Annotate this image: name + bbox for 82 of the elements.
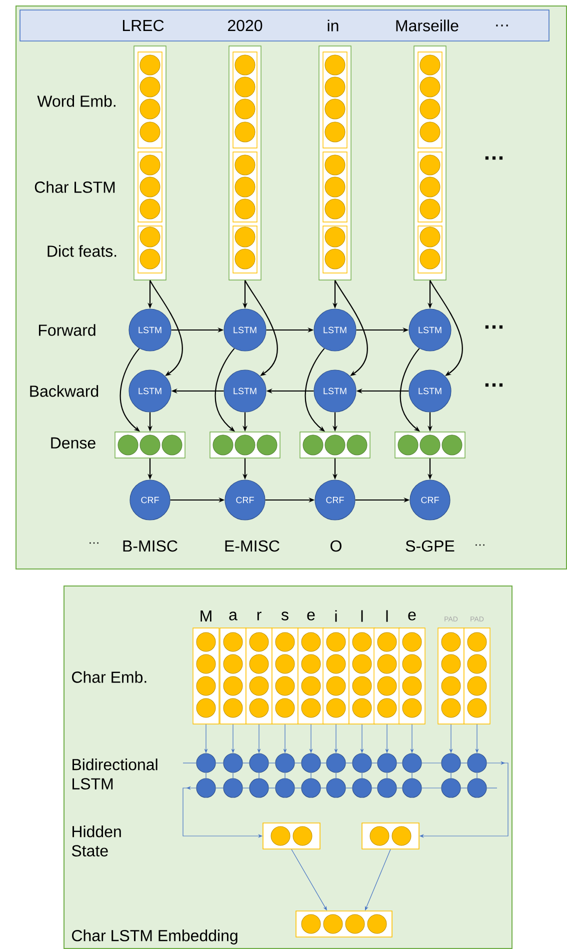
arrow <box>334 280 368 376</box>
row-label: Char LSTM Embedding <box>72 930 238 944</box>
row-label: Hidden State <box>72 826 121 856</box>
output-tag: S-GPE <box>406 540 454 552</box>
crf-cell: CRF <box>130 480 170 520</box>
lstm-cell <box>275 753 295 773</box>
embedding-box <box>296 910 392 938</box>
lstm-cell <box>301 753 321 773</box>
lstm-cell <box>223 778 243 798</box>
lstm-cell <box>249 778 269 798</box>
lstm-cell: LSTM <box>128 370 172 412</box>
crf-cell: CRF <box>410 480 450 520</box>
ellipsis: … <box>90 542 98 544</box>
token-label: … <box>496 24 508 26</box>
lstm-cell: LSTM <box>408 370 452 412</box>
token-label: LREC <box>122 20 164 32</box>
lstm-cell <box>326 778 346 798</box>
char-label: r <box>257 612 262 620</box>
lstm-cell <box>441 753 461 773</box>
token-label: 2020 <box>228 20 262 32</box>
token-label: Marseille <box>396 20 458 32</box>
char-label: a <box>229 612 238 620</box>
lstm-cell: LSTM <box>314 370 356 412</box>
embedding-column <box>414 46 446 280</box>
lstm-cell: LSTM <box>128 308 172 352</box>
char-label: i <box>335 610 337 622</box>
output-tag: E-MISC <box>225 540 280 552</box>
ellipsis: … <box>485 156 503 160</box>
arrow <box>430 280 463 376</box>
crf-cell: CRF <box>224 480 266 520</box>
crf-cell: CRF <box>314 480 356 520</box>
dense-layer-box <box>394 432 466 458</box>
row-label: Word Emb. <box>37 95 116 107</box>
dense-layer-box <box>210 432 280 458</box>
char-label: l <box>386 610 388 622</box>
output-tag: B-MISC <box>123 540 178 552</box>
char-label: l <box>361 610 363 622</box>
char-label: s <box>281 612 288 620</box>
char-label: e <box>408 612 416 620</box>
ellipsis: … <box>476 544 484 546</box>
embedding-column <box>318 46 352 280</box>
ellipsis: … <box>485 383 503 387</box>
dense-layer-box <box>300 432 370 458</box>
lstm-cell <box>352 778 372 798</box>
arrow <box>150 280 183 376</box>
lstm-cell <box>249 753 269 773</box>
lstm-cell <box>377 778 397 798</box>
char-label: e <box>307 612 315 620</box>
embedding-column <box>134 46 166 280</box>
arrow <box>244 280 278 376</box>
lstm-cell <box>352 753 372 773</box>
lstm-cell: LSTM <box>408 308 452 352</box>
lstm-cell <box>467 778 487 798</box>
lstm-cell <box>223 753 243 773</box>
lstm-cell: LSTM <box>224 370 266 412</box>
lstm-cell <box>301 778 321 798</box>
row-label: Forward <box>38 324 96 336</box>
lstm-cell <box>467 753 487 773</box>
lstm-cell <box>196 778 216 798</box>
lstm-cell <box>196 753 216 773</box>
row-label: Bidirectional LSTM <box>72 758 158 790</box>
lstm-cell <box>326 753 346 773</box>
embedding-column <box>228 46 262 280</box>
hidden-state-box <box>262 822 320 850</box>
lstm-cell: LSTM <box>224 308 266 352</box>
lstm-cell <box>377 753 397 773</box>
row-label: Dict feats. <box>48 245 116 257</box>
lstm-cell <box>441 778 461 798</box>
row-label: Char Emb. <box>72 671 146 683</box>
output-tag: O <box>330 540 342 552</box>
row-label: Char LSTM <box>34 181 115 193</box>
lstm-cell <box>275 778 295 798</box>
hidden-state-box <box>362 822 420 850</box>
token-label: in <box>328 20 338 32</box>
ellipsis: … <box>485 325 503 329</box>
row-label: Backward <box>30 385 98 397</box>
lstm-cell <box>402 778 422 798</box>
dense-layer-box <box>114 432 186 458</box>
char-label: M <box>200 610 212 622</box>
lstm-cell <box>402 753 422 773</box>
lstm-cell: LSTM <box>314 308 356 352</box>
row-label: Dense <box>51 437 96 449</box>
